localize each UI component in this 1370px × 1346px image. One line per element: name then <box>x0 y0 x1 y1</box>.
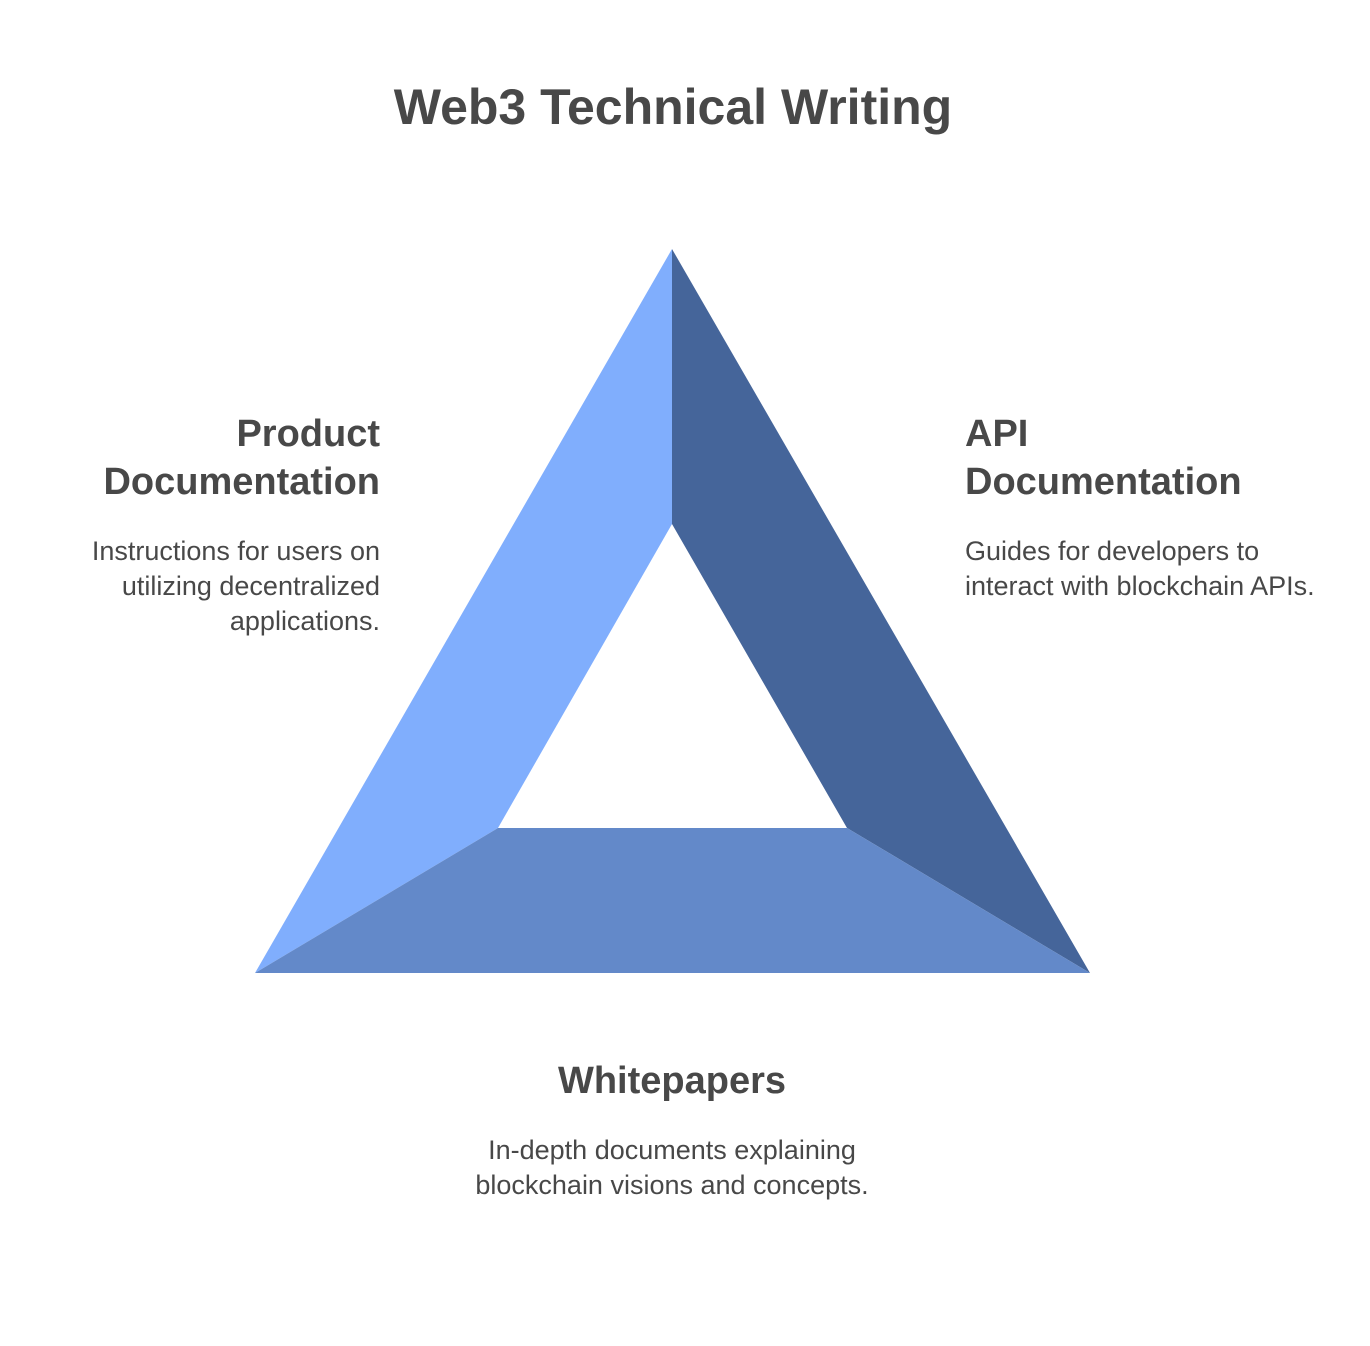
right-segment-api-documentation <box>672 249 1090 973</box>
api-documentation-heading: API Documentation <box>965 410 1325 506</box>
whitepapers-heading: Whitepapers <box>557 1060 787 1102</box>
heading-line-1: Product <box>236 413 380 455</box>
heading-line-2: Documentation <box>103 461 380 503</box>
heading-line-2: Documentation <box>965 461 1242 503</box>
product-documentation-description: Instructions for users on utilizing dece… <box>91 536 380 636</box>
whitepapers-description: In-depth documents explaining blockchain… <box>475 1135 869 1200</box>
api-documentation-description: Guides for developers to interact with b… <box>965 536 1315 601</box>
diagram-title: Web3 Technical Writing <box>393 79 953 135</box>
whitepapers-block: Whitepapers In-depth documents explainin… <box>472 1057 872 1203</box>
product-documentation-heading: Product Documentation <box>40 410 380 506</box>
left-segment-product-documentation <box>255 249 672 973</box>
bottom-segment-whitepapers <box>255 828 1090 973</box>
api-documentation-block: API Documentation Guides for developers … <box>965 410 1325 604</box>
heading-line-1: API <box>965 413 1029 455</box>
product-documentation-block: Product Documentation Instructions for u… <box>40 410 380 639</box>
